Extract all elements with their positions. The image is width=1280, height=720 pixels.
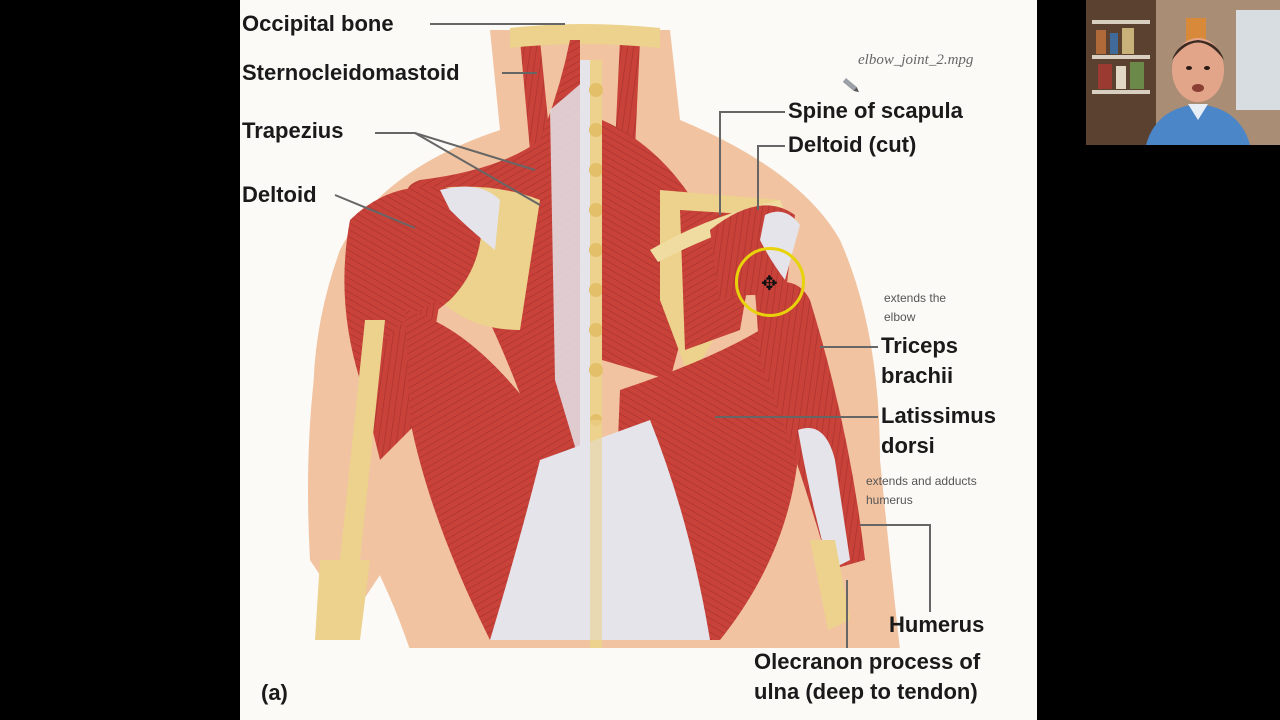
label-olecranon-line1: Olecranon process of [754,649,981,674]
occipital-bone-shape [510,24,660,48]
move-cursor-icon: ✥ [761,271,778,295]
label-spine-of-scapula: Spine of scapula [788,98,963,123]
pen-icon [842,78,859,93]
webcam-video-frame [1086,0,1280,145]
label-latissimus-line2: dorsi [881,433,935,458]
label-triceps-line2: brachii [881,363,954,388]
source-filename: elbow_joint_2.mpg [858,52,974,68]
label-deltoid: Deltoid [242,182,317,207]
note-extends-adducts-line2: humerus [866,493,913,507]
label-triceps-line1: Triceps [881,333,959,358]
label-olecranon-line2: ulna (deep to tendon) [754,679,978,704]
trapezius-tendon-sheet [550,80,585,480]
triceps-tendon [798,428,850,570]
label-humerus: Humerus [889,612,985,637]
note-extends-adducts-line1: extends and adducts [866,474,977,488]
label-trapezius: Trapezius [242,118,344,143]
lecture-slide: Occipital bone Sternocleidomastoid Trape… [240,0,1037,720]
back-muscle-illustration [240,23,1037,720]
deltoid-tendon [440,186,500,250]
leader-lines [334,23,931,648]
label-latissimus-line1: Latissimus [881,403,996,428]
figure-tag: (a) [261,680,288,705]
label-occipital-bone: Occipital bone [242,11,394,36]
left-humerus-bone [340,320,385,560]
webcam-overlay [1086,0,1280,145]
neck-muscle-right [615,40,640,150]
cursor-highlight-ring [735,247,805,317]
deltoid-cut-tendon [760,211,800,280]
label-deltoid-cut: Deltoid (cut) [788,132,917,157]
humerus-bone [810,540,850,630]
label-sternocleidomastoid: Sternocleidomastoid [242,60,460,85]
sternocleidomastoid-muscle [520,40,550,150]
note-extends-elbow-line2: elbow [884,310,916,324]
note-extends-elbow-line1: extends the [884,291,947,305]
left-forearm-bone [315,560,370,640]
